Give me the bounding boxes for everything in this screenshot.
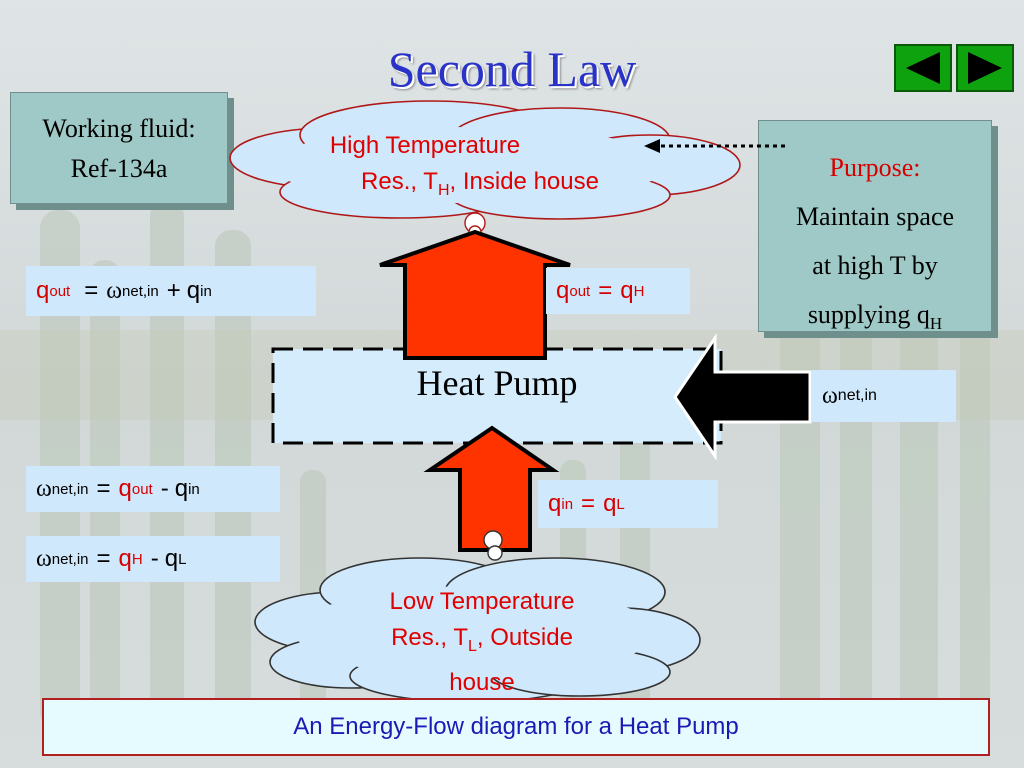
working-fluid-box: Working fluid: Ref-134a [10, 92, 228, 204]
triangle-left-icon [906, 52, 940, 84]
triangle-right-icon [968, 52, 1002, 84]
diagram-caption: An Energy-Flow diagram for a Heat Pump [42, 698, 990, 756]
heat-in-arrow [423, 425, 560, 552]
purpose-heading: Purpose: [829, 153, 921, 182]
next-button[interactable] [956, 44, 1014, 92]
low-temperature-cloud [254, 557, 701, 703]
heat-pump-box [271, 347, 723, 445]
working-fluid-value: Ref-134a [70, 154, 168, 183]
work-input-arrow [673, 333, 812, 461]
page-title: Second Law [387, 41, 637, 97]
working-fluid-label: Working fluid: [42, 114, 196, 143]
previous-button[interactable] [894, 44, 952, 92]
dotted-arrow-head [644, 139, 660, 153]
purpose-line-3: supplying qH [807, 300, 943, 334]
purpose-line-2: at high T by [812, 251, 938, 280]
heat-out-arrow [379, 229, 571, 360]
high-temperature-cloud [229, 100, 741, 220]
purpose-box: Purpose: Maintain space at high T by sup… [758, 120, 992, 333]
cloud-bubble [487, 545, 503, 561]
low-temperature-reservoir-label: Low Temperature Res., TL, Outside house [389, 588, 575, 696]
heat-pump-label: Heat Pump [416, 363, 578, 403]
purpose-line-1: Maintain space [795, 202, 955, 231]
high-temperature-reservoir-label: High Temperature Res., TH, Inside house [329, 132, 599, 199]
